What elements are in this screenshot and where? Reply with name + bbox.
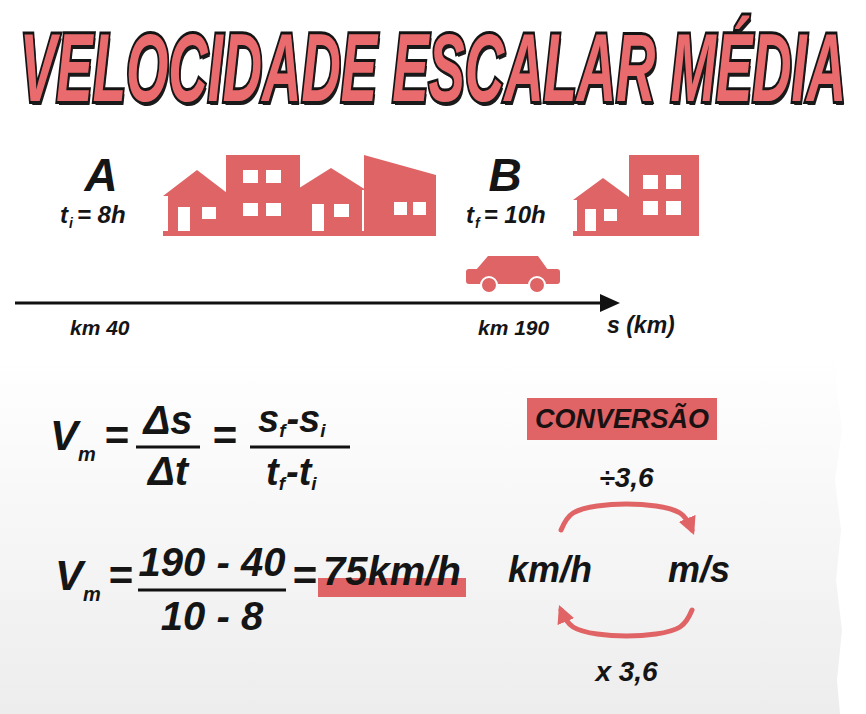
conversion-factor: ÷3,6 bbox=[599, 464, 653, 492]
unit-text: m/s bbox=[664, 530, 734, 610]
window bbox=[243, 170, 258, 183]
fraction-bar bbox=[136, 446, 200, 449]
window bbox=[266, 203, 281, 216]
time-symbol: t bbox=[466, 203, 474, 227]
left-windows bbox=[178, 170, 426, 231]
formula-term: Δt bbox=[148, 451, 188, 491]
point-letter: A bbox=[84, 152, 117, 198]
window bbox=[243, 203, 258, 216]
window bbox=[394, 202, 407, 215]
subscript: f bbox=[279, 474, 285, 493]
door bbox=[178, 207, 190, 231]
tall-building bbox=[629, 155, 699, 232]
house-wall bbox=[577, 200, 629, 232]
time-value: = 10h bbox=[484, 203, 546, 227]
window bbox=[266, 170, 281, 183]
window bbox=[202, 207, 216, 219]
car bbox=[466, 256, 560, 293]
car-body bbox=[466, 269, 560, 284]
unit-text: km/h bbox=[504, 530, 596, 610]
formula-term: Δs bbox=[143, 400, 192, 440]
axis-mark: km 40 bbox=[70, 317, 130, 338]
right-windows bbox=[585, 175, 681, 231]
conversion-arrow bbox=[561, 610, 692, 636]
left-buildings bbox=[163, 155, 436, 236]
formula-symbol: V bbox=[50, 415, 78, 457]
time-value: = 8h bbox=[77, 203, 126, 227]
formula-term: s bbox=[258, 400, 279, 438]
node-text: m/s bbox=[668, 552, 730, 588]
ground-line bbox=[163, 231, 436, 236]
subscript: i bbox=[69, 216, 73, 230]
conversion-box: CONVERSÃO bbox=[527, 398, 717, 440]
car-cabin bbox=[476, 256, 548, 270]
time-symbol: t bbox=[60, 203, 68, 227]
position-axis bbox=[15, 302, 604, 305]
slanted-building bbox=[364, 155, 436, 232]
conversion-arrow bbox=[561, 504, 692, 530]
axis-arrowhead bbox=[600, 294, 620, 312]
formula-symbol: V bbox=[55, 555, 83, 597]
window bbox=[666, 201, 681, 215]
equals-sign: = bbox=[292, 555, 317, 597]
equals-sign: = bbox=[104, 415, 129, 457]
formula-term: -t bbox=[286, 453, 311, 491]
point-letter: B bbox=[488, 152, 521, 198]
door bbox=[312, 204, 324, 231]
subscript: f bbox=[279, 421, 285, 440]
fraction-bar bbox=[250, 446, 350, 449]
torn-edge bbox=[835, 330, 866, 714]
car-wheel bbox=[529, 277, 545, 293]
house-roof bbox=[163, 170, 231, 196]
formula-term: t bbox=[266, 453, 279, 491]
subscript: f bbox=[475, 216, 480, 230]
title-text: VELOCIDADE ESCALAR MÉDIA bbox=[20, 20, 846, 116]
subscript: m bbox=[83, 584, 101, 604]
formula-term: -s bbox=[286, 400, 320, 438]
node-text: 75km/h bbox=[323, 551, 461, 591]
window bbox=[666, 175, 681, 189]
house-roof bbox=[296, 168, 366, 190]
result-highlight: 75km/h bbox=[318, 551, 466, 597]
house-roof bbox=[573, 178, 633, 200]
window bbox=[334, 204, 349, 217]
house-wall bbox=[300, 190, 362, 232]
window bbox=[643, 201, 658, 215]
car-wheel bbox=[481, 277, 497, 293]
right-buildings bbox=[573, 155, 699, 236]
node-text: CONVERSÃO bbox=[535, 406, 709, 433]
axis-label: s (km) bbox=[607, 314, 675, 337]
tall-building bbox=[226, 155, 300, 232]
door bbox=[585, 209, 596, 231]
window bbox=[413, 202, 426, 215]
formula-term: 10 - 8 bbox=[161, 596, 263, 636]
window bbox=[604, 209, 617, 221]
axis-mark: km 190 bbox=[478, 317, 549, 338]
conversion-factor: x 3,6 bbox=[595, 658, 657, 686]
fraction-bar bbox=[138, 589, 286, 592]
subscript: i bbox=[320, 421, 325, 440]
house-wall bbox=[168, 196, 226, 232]
formula-term: 190 - 40 bbox=[139, 542, 286, 582]
equals-sign: = bbox=[108, 555, 133, 597]
subscript: i bbox=[311, 474, 316, 493]
subscript: m bbox=[78, 444, 96, 464]
node-text: km/h bbox=[508, 552, 592, 588]
equals-sign: = bbox=[212, 415, 237, 457]
ground-line bbox=[573, 231, 699, 236]
window bbox=[643, 175, 658, 189]
